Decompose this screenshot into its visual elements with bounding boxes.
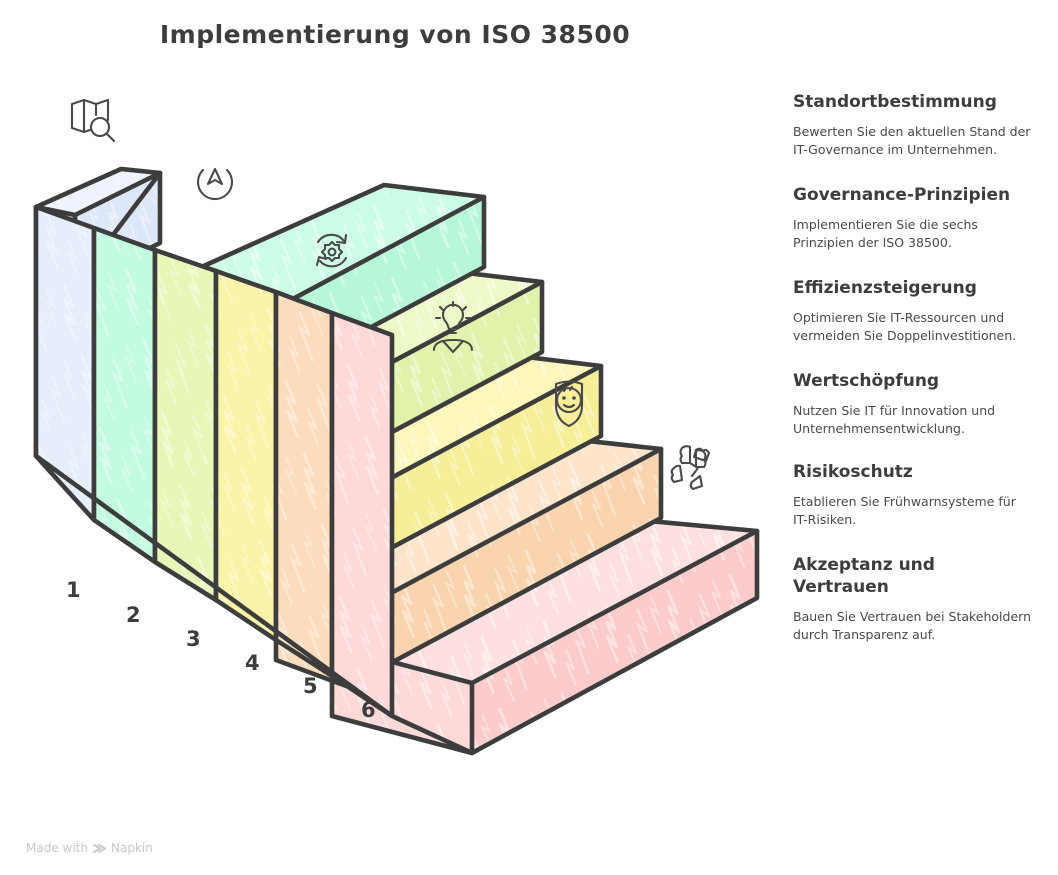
- step-entry-4: Wertschöpfung Nutzen Sie IT für Innovati…: [793, 371, 1033, 438]
- step-entry-1: Standortbestimmung Bewerten Sie den aktu…: [793, 92, 1033, 159]
- step-description-3: Optimieren Sie IT-Ressourcen und vermeid…: [793, 309, 1017, 343]
- step-entry-6: Akzeptanz und Vertrauen Bauen Sie Vertra…: [793, 555, 1033, 644]
- step-description-6: Bauen Sie Vertrauen bei Stakeholdern dur…: [793, 608, 1031, 642]
- step-number-3: 3: [186, 627, 201, 651]
- watermark: Made with Napkin: [26, 841, 153, 855]
- gear-refresh-icon: [315, 233, 348, 268]
- step-heading-2: Governance-Prinzipien: [793, 185, 1011, 205]
- staircase-front-columns: [33, 204, 475, 756]
- step-entry-3: Effizienzsteigerung Optimieren Sie IT-Re…: [793, 278, 1033, 345]
- step-description-5: Etablieren Sie Frühwarnsysteme für IT-Ri…: [793, 493, 1016, 527]
- step-numbers: 1 2 3 4 5 6: [66, 578, 376, 722]
- step-heading-6: Akzeptanz und Vertrauen: [793, 555, 935, 597]
- page-title: Implementierung von ISO 38500: [159, 20, 631, 49]
- joined-hands-icon: [670, 445, 711, 491]
- step-heading-1: Standortbestimmung: [793, 92, 997, 112]
- staircase-diagram: .ico { fill: none; stroke: #4a4a4a; stro…: [0, 70, 790, 790]
- steps-text-panel: Standortbestimmung Bewerten Sie den aktu…: [793, 92, 1033, 666]
- staircase-step-6: [329, 515, 760, 756]
- step-number-4: 4: [245, 651, 260, 675]
- step-entry-2: Governance-Prinzipien Implementieren Sie…: [793, 185, 1033, 252]
- navigation-circle-icon: [196, 167, 234, 201]
- step-number-5: 5: [303, 674, 318, 698]
- map-search-icon: [70, 98, 116, 143]
- step-heading-5: Risikoschutz: [793, 462, 913, 482]
- step-entry-5: Risikoschutz Etablieren Sie Frühwarnsyst…: [793, 462, 1033, 529]
- napkin-chevrons-icon: [92, 843, 106, 853]
- step-number-1: 1: [66, 578, 81, 602]
- step-number-6: 6: [361, 698, 376, 722]
- step-heading-4: Wertschöpfung: [793, 371, 940, 391]
- shield-face-icon: [554, 380, 584, 428]
- step-description-1: Bewerten Sie den aktuellen Stand der IT-…: [793, 123, 1031, 157]
- step-description-2: Implementieren Sie die sechs Prinzipien …: [793, 216, 978, 250]
- watermark-brand: Napkin: [110, 841, 153, 855]
- lightbulb-person-icon: [432, 300, 474, 354]
- step-heading-3: Effizienzsteigerung: [793, 278, 977, 298]
- step-description-4: Nutzen Sie IT für Innovation und Unterne…: [793, 402, 996, 436]
- watermark-prefix: Made with: [26, 841, 88, 855]
- step-number-2: 2: [126, 603, 141, 627]
